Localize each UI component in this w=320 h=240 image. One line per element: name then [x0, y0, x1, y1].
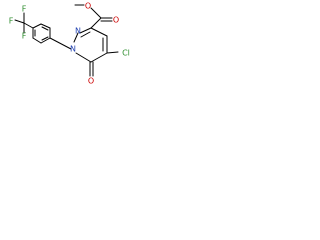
atom-o-ester-single: O [85, 2, 91, 11]
bond-c4-cl [106, 51, 119, 54]
ring-carbonyl-group [89, 61, 94, 77]
atom-f-left: F [9, 17, 14, 26]
bond-ester-single-o [90, 7, 102, 19]
atom-n-ring-lower: N [70, 45, 76, 54]
atom-n-ring-upper: N [75, 27, 81, 36]
bond-aryl-n1 [49, 37, 72, 50]
ring-bond-n1-n2 [73, 32, 79, 43]
atom-o-ester-double: O [113, 16, 119, 25]
methyl-ester-group [74, 4, 113, 29]
molecule-diagram: F F F O O N N Cl O [9, 2, 130, 86]
atom-f-top: F [22, 5, 27, 14]
ring-bond-c6-n1 [75, 52, 92, 63]
benzene-inner-bond-1 [41, 26, 49, 31]
benzene-bond-2 [40, 23, 51, 29]
pyridazinone-ring [73, 27, 108, 63]
ring-bond-c5-c6 [90, 52, 108, 63]
bond-cf-left [14, 19, 25, 24]
structure-canvas: F F F O O N N Cl O [0, 0, 150, 101]
bond-c3-ester-carbon [90, 17, 102, 29]
atom-f-bottom: F [22, 32, 27, 41]
benzene-bond-4 [40, 37, 51, 44]
ring-bond-n2-c3 [79, 27, 92, 34]
benzene-inner-bond-2 [41, 36, 49, 41]
atom-o-carbonyl: O [88, 77, 94, 86]
bond-cf3-aryl [23, 22, 34, 29]
ring-bond-c3-c4 [90, 27, 108, 37]
benzene-bond-5 [32, 37, 42, 44]
benzene-bond-1 [32, 23, 42, 29]
atom-cl: Cl [122, 49, 130, 58]
trifluoromethyl-group [14, 12, 34, 34]
benzene-ring [32, 23, 51, 44]
ring-inner-bond-n2-c3 [80, 31, 91, 38]
